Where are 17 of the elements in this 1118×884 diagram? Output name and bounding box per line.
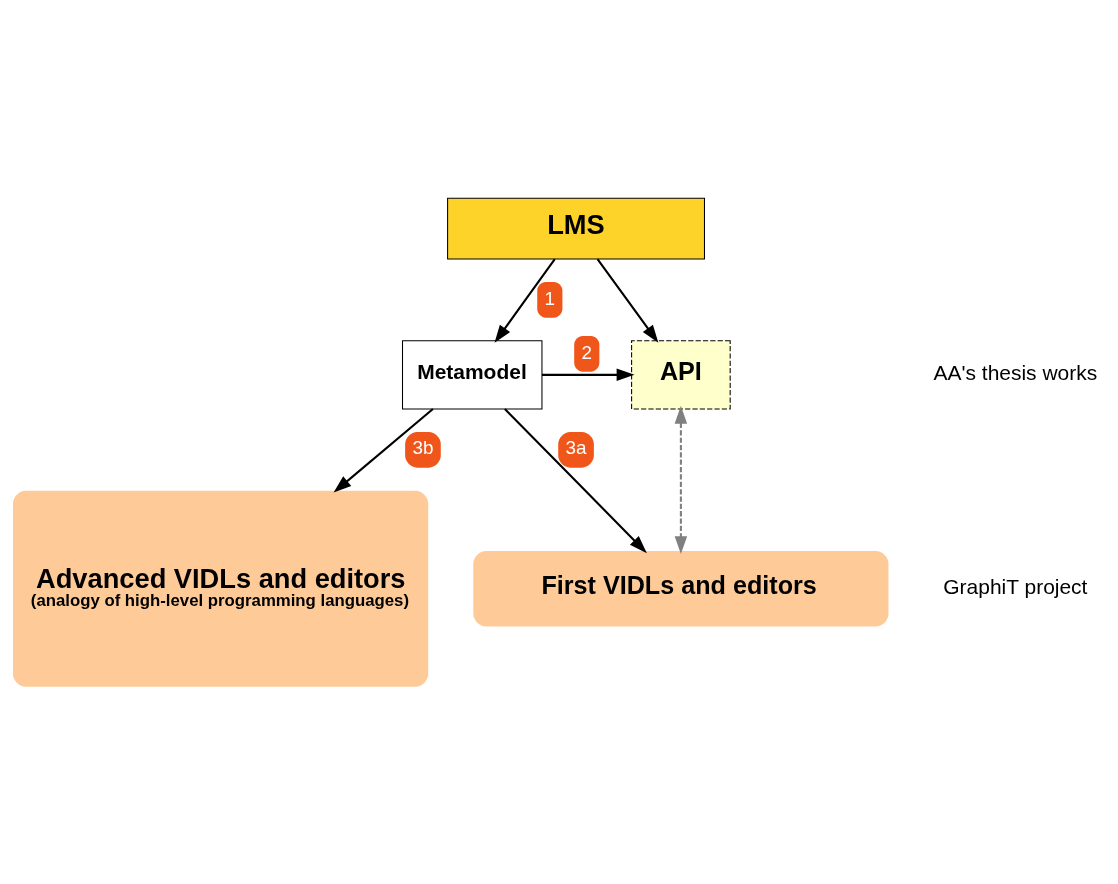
edge-label: 2	[581, 341, 593, 363]
edge-label: 1	[544, 287, 556, 309]
arrow	[494, 258, 556, 343]
arrow	[542, 368, 635, 381]
node-box: Advanced VIDLs and editors (analogy of high-level programming languages)	[13, 490, 429, 687]
node-box: Metamodel	[402, 339, 543, 409]
node-box: LMS	[447, 197, 705, 260]
arrow	[333, 407, 434, 493]
arrow	[674, 405, 688, 554]
edge-label: 3b	[412, 436, 434, 458]
label: GraphiT project	[943, 574, 1088, 598]
node-box: First VIDLs and editors	[473, 550, 889, 626]
edge-label: 3a	[565, 436, 587, 458]
label: AA's thesis works	[933, 360, 1098, 384]
node-box: API	[631, 339, 731, 409]
arrow	[596, 258, 659, 343]
arrow	[504, 407, 647, 553]
